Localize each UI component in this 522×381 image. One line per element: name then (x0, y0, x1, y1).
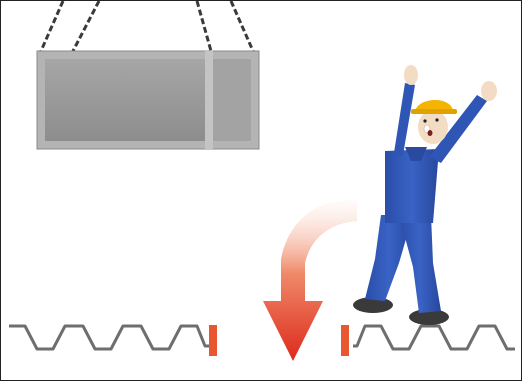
worker-icon (353, 65, 497, 325)
helmet-icon (411, 100, 457, 114)
chain-icon (41, 1, 253, 51)
corrugated-deck-icon (9, 326, 515, 349)
hanging-panel-icon (37, 51, 259, 149)
